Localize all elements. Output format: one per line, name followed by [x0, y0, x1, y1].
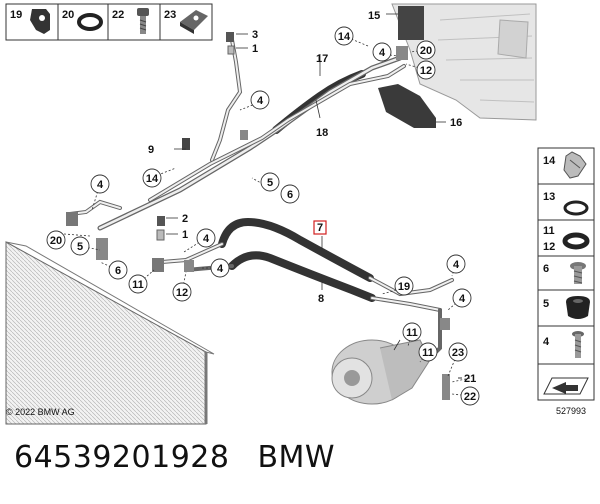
callout-11: 11 [422, 347, 434, 359]
callout-15: 15 [368, 10, 380, 22]
callout-21: 21 [464, 373, 476, 385]
spring-clip-icon [563, 151, 587, 179]
callout-18: 18 [316, 127, 328, 139]
side-num-14: 14 [543, 155, 556, 167]
callouts: 4 14 4 5 6 14 4 20 12 20 5 6 11 12 4 4 1… [46, 10, 480, 406]
callout-9: 9 [148, 144, 154, 156]
callout-4: 4 [379, 47, 386, 59]
arrow-reference-icon [543, 377, 589, 395]
callout-16: 16 [450, 117, 462, 129]
caption: 64539201928 BMW [14, 440, 335, 475]
side-num-5: 5 [543, 298, 549, 310]
callout-4: 4 [453, 259, 460, 271]
legend-num-20: 20 [62, 9, 74, 21]
long-screw-icon [572, 331, 584, 358]
callout-4: 4 [97, 179, 104, 191]
top-legend: 19 20 22 23 [5, 3, 213, 41]
callout-7-highlighted: 7 [317, 222, 323, 234]
callout-1: 1 [252, 43, 258, 55]
callout-14: 14 [338, 31, 351, 43]
diagram-id: 527993 [556, 406, 586, 416]
side-num-4: 4 [543, 336, 550, 348]
o-ring-thick-icon [562, 232, 590, 250]
side-num-13: 13 [543, 191, 555, 203]
legend-num-23: 23 [164, 9, 176, 21]
side-num-12: 12 [543, 241, 555, 253]
callout-1: 1 [182, 229, 188, 241]
callout-20: 20 [420, 45, 432, 57]
callout-20: 20 [50, 235, 62, 247]
callout-6: 6 [287, 189, 293, 201]
copyright-text: © 2022 BMW AG [6, 407, 75, 417]
callout-22: 22 [464, 391, 476, 403]
callout-4: 4 [217, 263, 224, 275]
callout-8: 8 [318, 293, 324, 305]
o-ring-icon [77, 13, 103, 31]
side-legend: 14 13 11 12 6 5 4 [537, 147, 595, 401]
callout-17: 17 [316, 53, 328, 65]
callout-3: 3 [252, 29, 258, 41]
rubber-grommet-icon [566, 296, 590, 319]
bolt-icon [137, 8, 149, 34]
callout-11: 11 [406, 327, 418, 339]
callout-6: 6 [115, 265, 121, 277]
hvac-housing [391, 3, 537, 121]
side-num-11: 11 [543, 225, 555, 237]
callout-4: 4 [459, 293, 466, 305]
side-num-6: 6 [543, 263, 549, 275]
callout-12: 12 [176, 287, 188, 299]
callout-4: 4 [257, 95, 264, 107]
callout-12: 12 [420, 65, 432, 77]
callout-4: 4 [203, 233, 210, 245]
ac-compressor [331, 339, 431, 405]
callout-14: 14 [146, 173, 159, 185]
brand-name: BMW [257, 440, 336, 475]
clamp-block-icon [180, 10, 208, 34]
legend-num-19: 19 [10, 9, 22, 21]
legend-num-22: 22 [112, 9, 124, 21]
screw-icon [570, 262, 586, 284]
callout-11: 11 [132, 279, 144, 291]
o-ring-icon [563, 200, 589, 216]
part-16-bracket [378, 84, 436, 128]
callout-23: 23 [452, 347, 464, 359]
callout-5: 5 [267, 177, 273, 189]
condenser [5, 241, 215, 425]
bracket-clip-icon [30, 9, 50, 34]
callout-19: 19 [398, 281, 410, 293]
part-number: 64539201928 [14, 440, 230, 475]
small-parts [66, 32, 450, 400]
callout-5: 5 [77, 241, 83, 253]
callout-2: 2 [182, 213, 188, 225]
